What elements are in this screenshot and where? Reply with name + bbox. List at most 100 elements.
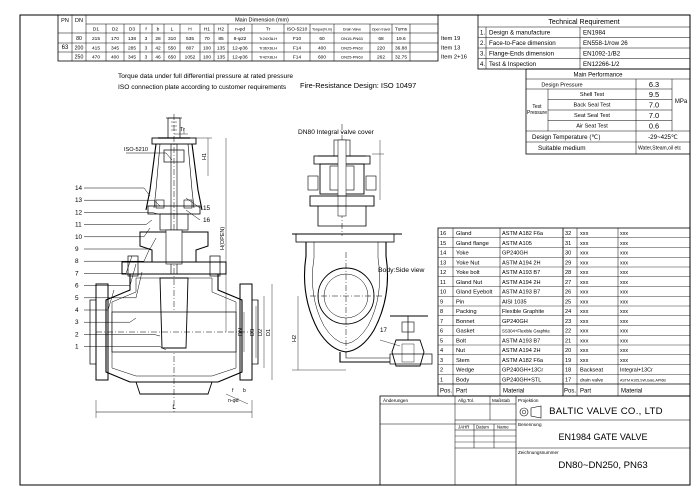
dim-col-header: H1 [204, 27, 210, 33]
parts-head-pos-right: Pos. [564, 389, 576, 395]
part-material: ASTM A182 F6a [502, 231, 544, 237]
dim-col-header: D2 [112, 27, 118, 33]
part-pos: 3 [440, 358, 443, 364]
dim-cell: Tr42X8LH [259, 55, 277, 60]
dim-cell: 600 [318, 55, 326, 61]
part-pos: 20 [565, 348, 571, 354]
dim-cell: 135 [217, 45, 225, 51]
part-pos: 28 [565, 270, 571, 276]
dim-col-header: H [188, 27, 192, 33]
part-material: xxx [620, 299, 628, 305]
part-pos: 27 [565, 280, 571, 286]
allg-tol-label: Allg.Tol. [458, 398, 474, 403]
dim-col-header: Torque(N.m) [312, 28, 332, 32]
dim-cell: 3 [145, 55, 148, 61]
dim-col-header: f [145, 27, 147, 33]
part-material: GP240GH [502, 319, 528, 325]
item-label: Item 2+16 [441, 55, 467, 61]
name-label: Name [497, 425, 509, 430]
part-pos: 1 [440, 377, 443, 383]
dim-cell: Tr36X6LH [259, 45, 277, 50]
dim-cell: 550 [168, 45, 176, 51]
part-material: ASTM A194 2H [502, 348, 541, 354]
part-material: Integral+13Cr [620, 368, 653, 374]
part-name: Yoke bolt [456, 270, 480, 276]
callout-number: 4 [75, 307, 79, 314]
test-value: 9.5 [649, 90, 659, 99]
dim-col-header: Open travel [372, 28, 391, 32]
main-view-dimensions: Tr ISO-5210 H1 H(OPEN) L n-φd f b DN D3 … [95, 127, 273, 418]
part-pos: 12 [440, 270, 446, 276]
test-value: 7.0 [649, 101, 659, 110]
dim-cell: F10 [293, 36, 302, 42]
parts-head-pos-left: Pos. [440, 389, 452, 395]
dim-cell: 68 [378, 36, 384, 42]
part-name: xxx [580, 260, 589, 266]
part-name: Bonnet [456, 319, 475, 325]
tech-req-no: 4. [480, 62, 485, 68]
label-d2: D2 [258, 329, 264, 336]
temperature-label: Design Temperature (℃) [532, 134, 600, 141]
dim-cell: 650 [168, 55, 176, 61]
part-name: xxx [580, 338, 589, 344]
part-name: Gland Eyebolt [456, 290, 493, 296]
part-material: ASTM A193 B7 [502, 338, 540, 344]
company-name: BALTIC VALVE CO., LTD [549, 406, 663, 417]
part-pos: 26 [565, 290, 571, 296]
part-material: ASTM A193 B7 [502, 290, 540, 296]
label-b: b [243, 388, 246, 394]
part-name: xxx [580, 290, 589, 296]
part-material: xxx [620, 329, 628, 335]
dim-cell: F14 [293, 55, 302, 61]
dim-cell: 310 [168, 36, 176, 42]
dim-cell: F14 [293, 45, 302, 51]
part-name: Wedge [456, 368, 474, 374]
label-n-phi-d: n-φd [228, 398, 239, 404]
part-pos: 31 [565, 241, 571, 247]
dim-cell: 170 [111, 36, 119, 42]
callout-number: 14 [75, 185, 83, 192]
dim-cell: DN15-PN63 [341, 36, 363, 41]
dim-col-header: ISO-5210 [287, 27, 308, 33]
part-pos: 6 [440, 329, 443, 335]
part-name: Backseat [580, 368, 603, 374]
label-h-open: H(OPEN) [220, 227, 226, 250]
callout-number: 6 [75, 283, 79, 290]
callout-number: 10 [75, 234, 83, 241]
dim-col-header: D3 [129, 27, 135, 33]
dim-cell: 807 [186, 45, 194, 51]
callout-number: 3 [75, 319, 79, 326]
part-material: Flexible Graphite [502, 309, 544, 315]
dim-cell: 42 [155, 45, 161, 51]
part-pos: 13 [440, 260, 446, 266]
tech-req-no: 2. [480, 41, 485, 47]
dim-cell: 415 [92, 45, 100, 51]
pn-header: PN [61, 18, 69, 24]
part-pos: 5 [440, 338, 443, 344]
dim-cell: 100 [203, 45, 211, 51]
dim-cell: 1052 [185, 55, 196, 61]
part-pos: 8 [440, 309, 443, 315]
temperature-value: -29~425℃ [648, 134, 678, 141]
datum-label: Datum [476, 425, 489, 430]
part-name: Pin [456, 299, 464, 305]
part-material: SS304+Flexible Graphite [502, 329, 551, 334]
label-d1: D1 [266, 329, 272, 336]
dim-col-header: Tr [266, 27, 271, 33]
dim-cell: 215 [92, 36, 100, 42]
tech-req-value: EN1984 [583, 29, 606, 36]
part-name: Bolt [456, 338, 466, 344]
projektion-label: Projektion [518, 398, 539, 403]
tech-req-value: EN558-1/row 26 [583, 40, 628, 47]
projection-symbol-icon [519, 405, 542, 419]
tech-req-title: Technical Requirement [548, 19, 619, 26]
drawing-number: DN80~DN250, PN63 [558, 460, 647, 471]
dim-cell: DN25-PN63 [341, 55, 363, 60]
tech-req-label: Flange-Ends dimension [489, 50, 555, 57]
body-side-view: Body:Side view H2 [292, 233, 425, 371]
dim-row-dn: 200 [75, 45, 84, 51]
design-pressure-label: Design Pressure [541, 83, 582, 89]
dim-cell: 400 [318, 45, 326, 51]
